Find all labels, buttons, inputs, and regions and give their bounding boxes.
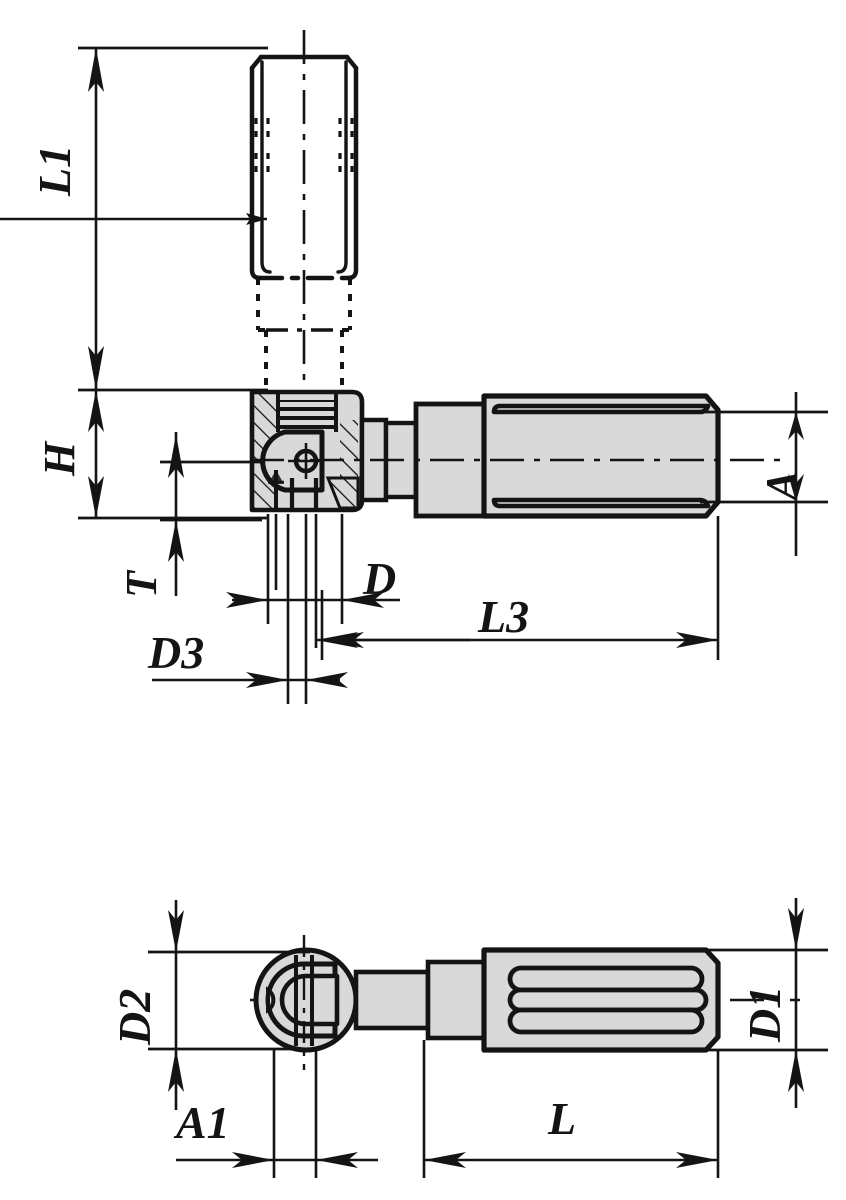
dimension-L1 xyxy=(0,46,268,390)
dimension-D2 xyxy=(148,900,310,1110)
dimension-D1 xyxy=(700,898,828,1108)
dimension-label-L1: L1 xyxy=(29,144,80,196)
dimension-D3 xyxy=(152,514,348,704)
dimension-A xyxy=(700,392,828,556)
grip-plan xyxy=(481,947,721,1053)
view-plan xyxy=(148,898,828,1178)
dimension-label-D1: D1 xyxy=(739,985,790,1042)
pivot-eye-plan xyxy=(253,935,359,1070)
dimension-label-H: H xyxy=(35,441,84,476)
dimension-label-A1: A1 xyxy=(176,1097,230,1148)
vertical-shaft xyxy=(249,30,359,400)
dimension-A1 xyxy=(176,1048,378,1178)
dimension-T xyxy=(160,432,262,596)
dimension-label-L3: L3 xyxy=(478,591,530,642)
pivot-housing-section xyxy=(249,389,389,513)
dimension-H xyxy=(78,388,268,520)
dimension-label-L: L xyxy=(548,1093,577,1144)
dimension-label-D: D xyxy=(363,553,397,604)
dimension-label-D2: D2 xyxy=(109,988,160,1045)
dimension-label-T: T xyxy=(117,571,166,598)
dimension-label-A: A xyxy=(757,470,806,500)
dimension-L3 xyxy=(320,516,720,660)
view-side-elevation-section xyxy=(0,30,828,704)
dimension-L xyxy=(422,1040,720,1178)
dimension-label-D3: D3 xyxy=(148,627,205,678)
